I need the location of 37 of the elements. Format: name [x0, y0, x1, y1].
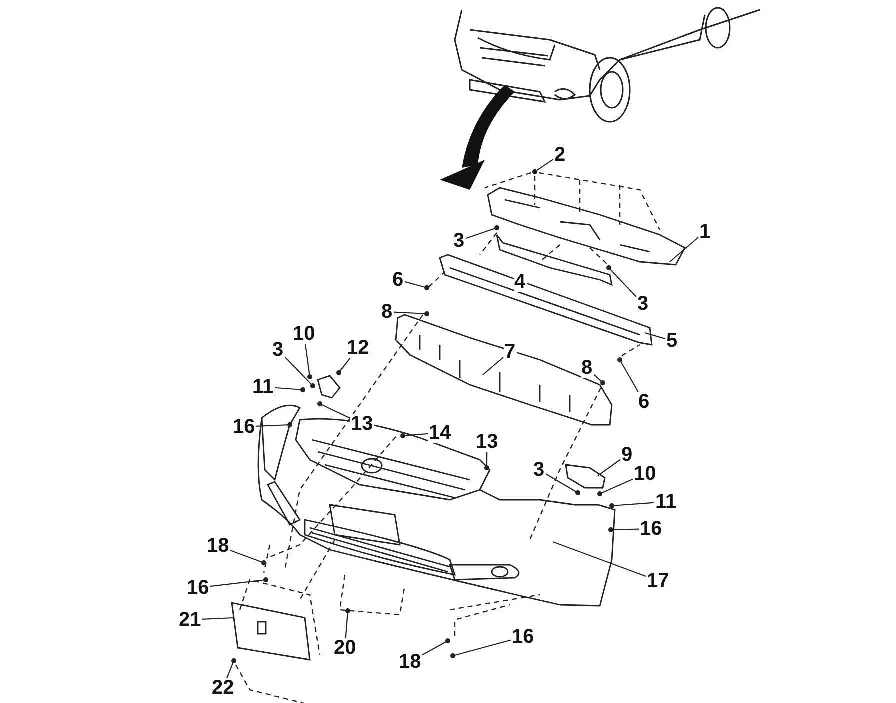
- callout-number: 14: [428, 423, 452, 443]
- callout-number: 12: [346, 338, 370, 358]
- leader-line: [304, 344, 312, 380]
- leader-line: [230, 550, 266, 566]
- leader-line: [345, 608, 350, 638]
- leader-line: [598, 478, 634, 496]
- leader-line: [450, 640, 512, 658]
- leader-line: [465, 226, 500, 240]
- leader-line: [274, 387, 306, 392]
- leader-line: [484, 452, 490, 470]
- leader-line: [210, 578, 268, 588]
- leader-line: [226, 658, 236, 678]
- leader-line: [610, 502, 655, 508]
- callout-number: 8: [580, 358, 594, 378]
- leader-line: [670, 237, 699, 262]
- leader-line: [394, 312, 430, 316]
- leader-line: [400, 433, 428, 438]
- leader-line: [336, 358, 351, 376]
- callout-number: 4: [514, 272, 527, 292]
- leader-line: [256, 422, 292, 428]
- leader-line: [644, 332, 666, 340]
- leader-line: [404, 281, 430, 290]
- leader-line: [552, 541, 646, 578]
- leader-line: [422, 638, 450, 656]
- leader-line: [606, 266, 637, 298]
- leader-line: [318, 402, 350, 419]
- leader-line: [284, 356, 316, 388]
- leader-line: [608, 528, 640, 532]
- leader-line: [618, 358, 639, 392]
- callout-number: 10: [292, 324, 316, 344]
- leader-line: [598, 459, 621, 476]
- leader-line: [532, 159, 554, 174]
- leader-line: [482, 357, 504, 376]
- leader-line: [202, 617, 234, 620]
- callout-number: 3: [272, 340, 285, 360]
- leader-line: [545, 473, 580, 496]
- leader-line: [593, 374, 606, 386]
